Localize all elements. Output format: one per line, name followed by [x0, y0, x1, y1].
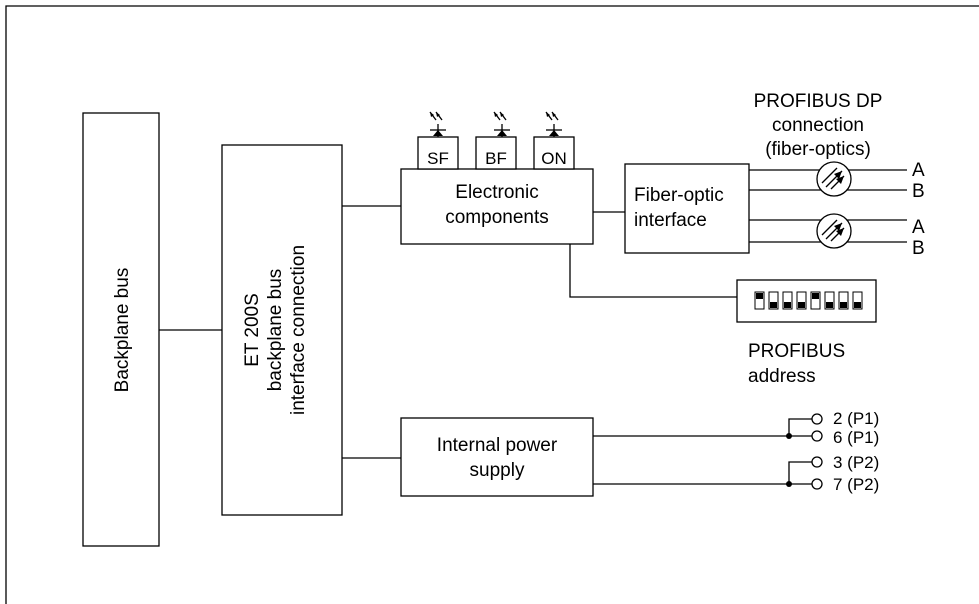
dip-switch-cell	[852, 291, 863, 310]
fiber-optic-line2: interface	[634, 210, 707, 231]
terminal-7-icon	[811, 478, 823, 490]
led-on: ON	[533, 111, 575, 170]
dip-switch-icon	[736, 279, 877, 323]
power-supply-line2: supply	[470, 460, 525, 481]
electronic-components-line1: Electronic	[455, 182, 538, 203]
dip-switch-lever	[854, 302, 861, 308]
frame-border	[5, 5, 979, 604]
led-bf-box	[475, 136, 517, 170]
channel-label-b2: B	[912, 238, 925, 259]
dip-switch-cell	[796, 291, 807, 310]
terminal-label-2: 2 (P1)	[833, 409, 879, 428]
junction-p2	[786, 481, 792, 487]
dip-switch-cell	[838, 291, 849, 310]
channel-label-a2: A	[912, 217, 925, 238]
dip-switch-lever	[812, 293, 819, 299]
internal-power-supply-block	[400, 417, 594, 497]
dip-switch-lever	[826, 302, 833, 308]
terminal-label-3: 3 (P2)	[833, 453, 879, 472]
profibus-address-line1: PROFIBUS	[748, 341, 845, 362]
dip-switch-cell	[824, 291, 835, 310]
led-sf-icon	[429, 111, 446, 137]
fiber-optic-line1: Fiber-optic	[634, 185, 724, 206]
fiber-connector-2-icon	[816, 213, 852, 249]
power-bridge-p2	[788, 461, 812, 484]
led-on-label: ON	[541, 149, 567, 168]
terminal-2-icon	[811, 413, 823, 425]
backplane-bus-label: Backplane bus	[112, 268, 133, 393]
junction-p1	[786, 433, 792, 439]
fiber-connector-1-icon	[816, 161, 852, 197]
terminal-6-icon	[811, 430, 823, 442]
profibus-connection-line3: (fiber-optics)	[765, 139, 871, 160]
led-sf: SF	[417, 111, 459, 170]
led-bf-icon	[493, 111, 510, 137]
channel-label-b1: B	[912, 181, 925, 202]
fiber-optic-interface-block	[624, 163, 750, 254]
channel-label-a1: A	[912, 160, 925, 181]
dip-switch-lever	[798, 302, 805, 308]
interface-label-line3: interface connection	[288, 245, 309, 415]
profibus-connection-line1: PROFIBUS DP	[754, 91, 883, 112]
led-bf: BF	[475, 111, 517, 170]
profibus-connection-line2: connection	[772, 115, 864, 136]
dip-switch-cell	[782, 291, 793, 310]
dip-switch-cell	[768, 291, 779, 310]
interface-label-line1: ET 200S	[242, 293, 263, 367]
led-bf-label: BF	[485, 149, 507, 168]
terminal-label-7: 7 (P2)	[833, 475, 879, 494]
terminal-label-6: 6 (P1)	[833, 428, 879, 447]
led-sf-label: SF	[427, 149, 449, 168]
dip-switch-lever	[840, 302, 847, 308]
dip-switch-lever	[784, 302, 791, 308]
dip-switch-lever	[756, 293, 763, 299]
dip-switch-cell	[810, 291, 821, 310]
dip-switch-lever	[770, 302, 777, 308]
electronic-components-line2: components	[445, 207, 549, 228]
interface-label-line2: backplane bus	[265, 269, 286, 392]
backplane-bus-block	[82, 112, 160, 547]
electronics-address-wire	[569, 244, 737, 298]
interface-connection-block	[221, 144, 343, 516]
terminal-3-icon	[811, 456, 823, 468]
led-on-box	[533, 136, 575, 170]
power-bridge-p1	[788, 418, 812, 436]
led-on-icon	[545, 111, 562, 137]
dip-switch-cell	[754, 291, 765, 310]
profibus-address-line2: address	[748, 366, 816, 387]
led-sf-box	[417, 136, 459, 170]
power-supply-line1: Internal power	[437, 435, 558, 456]
